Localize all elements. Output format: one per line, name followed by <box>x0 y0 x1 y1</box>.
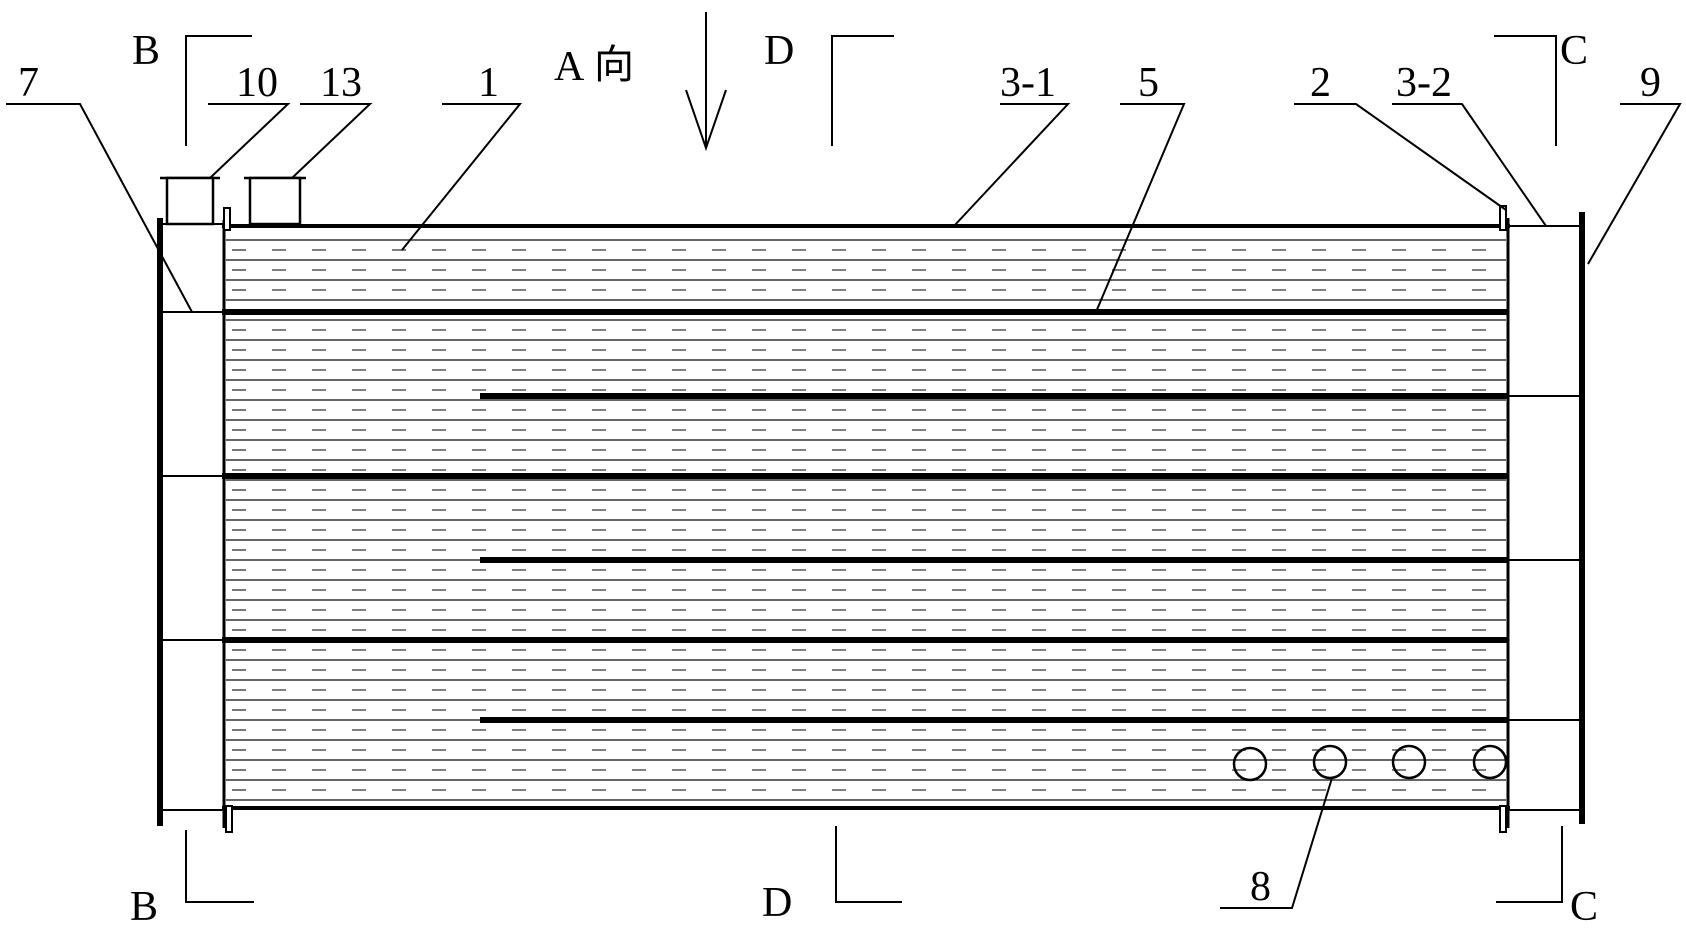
port-circle <box>1312 744 1348 780</box>
flange-stub-2 <box>1499 205 1507 231</box>
leader-lines <box>6 103 1682 909</box>
leader-3-2 <box>1392 103 1547 227</box>
flange-stubs <box>223 205 1507 833</box>
callout-7: 7 <box>18 60 39 106</box>
section-d-top-label: D <box>764 28 794 74</box>
section-b-bottom-label: B <box>130 884 158 930</box>
callout-13: 13 <box>320 60 362 106</box>
leader-10 <box>195 103 291 179</box>
leader-8 <box>1220 777 1333 909</box>
port-circle <box>1232 746 1268 782</box>
leader-7 <box>6 103 193 313</box>
arrow-head <box>685 89 727 152</box>
callout-2: 2 <box>1310 60 1331 106</box>
view-arrow <box>685 12 727 152</box>
section-b-bottom-line <box>185 830 254 903</box>
section-d-bottom-line <box>835 826 902 903</box>
leader-5 <box>1095 103 1186 313</box>
port-circle <box>1472 744 1508 780</box>
section-d-top-line <box>831 35 894 146</box>
section-c-top-label: C <box>1560 28 1588 74</box>
labels: B B D D C C A 向 7 10 13 1 3-1 5 2 3-2 9 … <box>18 28 1661 930</box>
callout-3-1: 3-1 <box>1000 60 1056 106</box>
fin-pattern <box>226 239 1506 801</box>
callout-5: 5 <box>1138 60 1159 106</box>
callout-9: 9 <box>1640 60 1661 106</box>
flange-stub <box>1499 805 1507 833</box>
right-header <box>1508 212 1585 824</box>
section-lines <box>185 35 1563 903</box>
thick-tubes <box>222 309 1508 723</box>
nozzle-13 <box>248 176 302 226</box>
section-d-bottom-label: D <box>762 880 792 926</box>
leader-2 <box>1294 103 1507 211</box>
section-c-top-line <box>1494 35 1557 146</box>
section-c-bottom-line <box>1496 826 1563 903</box>
callout-3-2: 3-2 <box>1396 60 1452 106</box>
nozzles <box>160 176 306 226</box>
leader-9 <box>1587 103 1682 265</box>
left-header <box>157 218 224 826</box>
flange-stub <box>223 207 231 231</box>
callout-10: 10 <box>236 60 278 106</box>
callout-1: 1 <box>478 60 499 106</box>
nozzle-10 <box>165 176 215 226</box>
section-c-bottom-label: C <box>1570 884 1598 930</box>
view-a-letter: A <box>554 44 585 90</box>
ports-8 <box>1232 744 1508 782</box>
section-b-top-label: B <box>132 28 160 74</box>
leader-13 <box>275 103 373 179</box>
leader-1 <box>401 103 523 251</box>
leader-3-1 <box>953 103 1071 227</box>
flange-stub <box>225 805 233 833</box>
view-a-suffix: 向 <box>594 42 634 88</box>
section-b-top-line <box>185 35 252 146</box>
core-body <box>222 218 1510 828</box>
callout-8: 8 <box>1250 864 1271 910</box>
port-circle <box>1391 744 1427 780</box>
